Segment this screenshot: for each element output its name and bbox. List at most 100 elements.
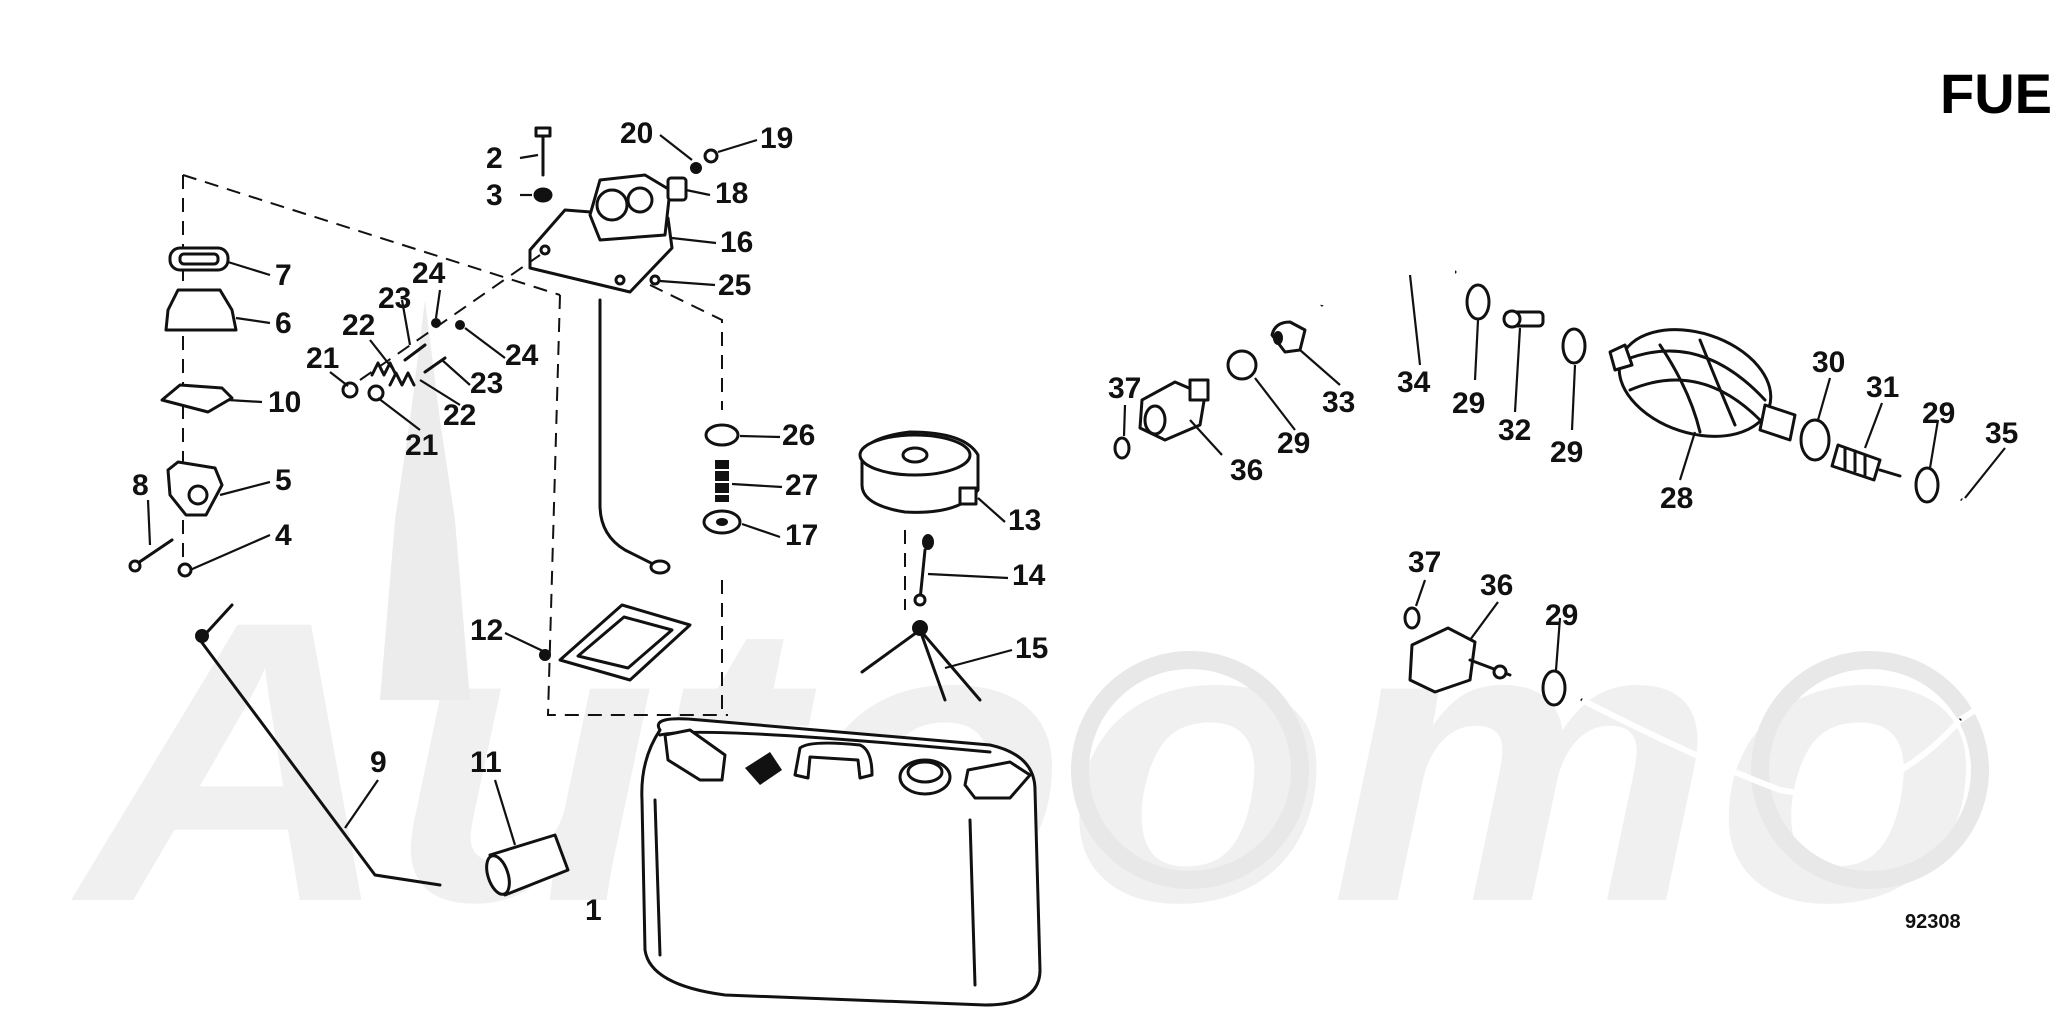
- part-label-10: 10: [268, 386, 301, 419]
- part-label-3: 3: [486, 179, 503, 212]
- part-label-37a: 37: [1108, 372, 1141, 405]
- part-label-5: 5: [275, 464, 292, 497]
- spring-assembly-line: [359, 254, 541, 381]
- part-8-screw: [128, 538, 174, 573]
- part-32-barb-fitting: [1502, 309, 1545, 329]
- part-25-o-ring: [649, 274, 661, 286]
- leader-line: [189, 533, 271, 572]
- part-label-28: 28: [1660, 482, 1693, 515]
- part-label-23a: 23: [378, 282, 411, 315]
- leader-line: [504, 632, 546, 653]
- leader-line: [1554, 617, 1562, 671]
- part-labels: 1 2 3 4 5 6 7 8 9 10 11 12 13 14 15 16 1…: [132, 117, 2018, 927]
- part-20-nut: [690, 162, 702, 174]
- leader-lines: [146, 134, 2006, 846]
- gauge-float-rod: [598, 298, 671, 575]
- part-label-12: 12: [470, 614, 503, 647]
- part-21-balls: [341, 381, 385, 402]
- leader-line: [1964, 447, 2006, 499]
- leader-line: [1863, 402, 1884, 449]
- part-label-35: 35: [1985, 417, 2018, 450]
- part-label-37b: 37: [1408, 546, 1441, 579]
- leader-line: [219, 480, 271, 497]
- part-35-hose: [1580, 497, 2028, 797]
- part-label-36b: 36: [1480, 569, 1513, 602]
- part-37-o-ring-lower: [1403, 606, 1421, 630]
- part-12-gasket: [539, 603, 692, 682]
- part-label-21a: 21: [306, 342, 339, 375]
- part-label-7: 7: [275, 259, 292, 292]
- leader-line: [741, 522, 781, 539]
- part-1-fuel-tank: [640, 717, 1042, 1007]
- leader-line: [1816, 377, 1832, 421]
- part-label-17: 17: [785, 519, 818, 552]
- part-label-33: 33: [1322, 386, 1355, 419]
- leader-line: [434, 289, 442, 319]
- leader-line: [227, 398, 263, 404]
- leader-line: [146, 499, 152, 546]
- leader-line: [1473, 319, 1480, 381]
- part-label-9: 9: [370, 746, 387, 779]
- drawing-number: 92308: [1905, 911, 1961, 933]
- assembly-dashed-lines: [182, 174, 906, 716]
- part-label-29a: 29: [1452, 387, 1485, 420]
- part-label-24a: 24: [412, 257, 446, 290]
- part-label-24b: 24: [505, 339, 539, 372]
- part-label-29c: 29: [1277, 427, 1310, 460]
- part-5-bracket: [166, 460, 224, 517]
- part-label-4: 4: [275, 519, 292, 552]
- leader-line: [464, 327, 506, 359]
- leader-line: [1570, 364, 1577, 431]
- part-label-22a: 22: [342, 309, 375, 342]
- part-label-13: 13: [1008, 504, 1041, 537]
- leader-line: [717, 138, 758, 154]
- part-9-pickup-tube: [195, 603, 442, 887]
- part-label-18: 18: [715, 177, 748, 210]
- part-label-21b: 21: [405, 429, 438, 462]
- part-16-gauge-base: [528, 173, 674, 294]
- leader-line: [1189, 419, 1223, 456]
- leader-line: [1122, 404, 1127, 437]
- part-18-fitting: [666, 176, 688, 202]
- leader-line: [731, 482, 783, 489]
- part-33-elbow: [1270, 320, 1307, 354]
- leader-line: [419, 379, 461, 406]
- part-37-o-ring-upper: [1113, 436, 1131, 460]
- leader-line: [227, 260, 271, 277]
- watermark-tower: [380, 300, 470, 700]
- part-label-11: 11: [470, 746, 502, 779]
- part-label-36a: 36: [1230, 454, 1263, 487]
- leader-line: [235, 316, 271, 325]
- part-label-23b: 23: [470, 367, 503, 400]
- part-19-cap: [703, 148, 719, 164]
- part-15-strap: [860, 620, 982, 702]
- part-label-34: 34: [1397, 366, 1431, 399]
- part-6-cover: [164, 288, 238, 332]
- part-13-fuel-cap: [858, 430, 980, 514]
- part-label-6: 6: [275, 307, 292, 340]
- leader-line: [344, 779, 379, 829]
- leader-line: [659, 134, 693, 161]
- part-26-o-ring: [704, 423, 740, 447]
- leader-line: [493, 779, 517, 846]
- part-label-22b: 22: [443, 399, 476, 432]
- leader-line: [400, 299, 412, 346]
- leader-line: [1928, 419, 1940, 469]
- part-17-plug: [702, 509, 742, 535]
- part-label-20: 20: [620, 117, 653, 150]
- part-10-plate: [160, 383, 234, 414]
- leader-line: [659, 279, 716, 287]
- part-label-29d: 29: [1922, 397, 1955, 430]
- part-label-1: 1: [585, 894, 602, 927]
- leader-line: [685, 188, 711, 197]
- part-11-filter: [485, 833, 570, 897]
- part-label-30: 30: [1812, 346, 1845, 379]
- part-label-29e: 29: [1545, 599, 1578, 632]
- part-label-29b: 29: [1550, 436, 1583, 469]
- part-27-spring: [715, 460, 729, 502]
- part-36-connector-upper: [1138, 378, 1210, 442]
- part-34-hose: [1319, 264, 1457, 307]
- page-title: FUE: [1940, 62, 2052, 125]
